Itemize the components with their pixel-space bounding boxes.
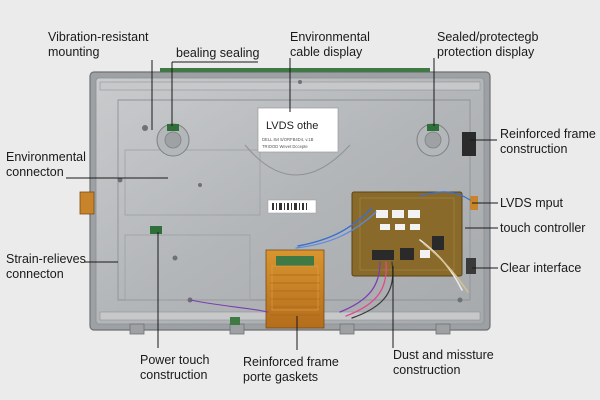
callout-sealed-protection: Sealed/protectegb protection display <box>437 30 538 60</box>
callout-line: Sealed/protectegb <box>437 30 539 44</box>
callout-line: Environmental <box>290 30 370 44</box>
callout-env-connecton: Environmental connecton <box>6 150 86 180</box>
callout-line: cable display <box>290 45 363 59</box>
callout-line: construction <box>140 368 208 382</box>
callout-line: Reinforced frame <box>500 127 596 141</box>
callout-line: protection display <box>437 45 535 59</box>
callout-power-touch: Power touch construction <box>140 353 209 383</box>
callout-line: Dust and missture <box>393 348 494 362</box>
callout-reinforced-frame-construction: Reinforced frame construction <box>500 127 596 157</box>
controller-pcb <box>351 191 463 277</box>
sticker-title: LVDS othe <box>266 120 318 132</box>
callout-line: Vibration-resistant <box>48 30 149 44</box>
callout-line: Environmental <box>6 150 86 164</box>
callout-bealing-sealing: bealing sealing <box>176 46 259 61</box>
flex-cable <box>265 249 325 329</box>
barcode-label <box>267 199 317 214</box>
callout-leader-lines <box>66 58 498 350</box>
callout-env-cable-display: Environmental cable display <box>290 30 370 60</box>
lvds-label-sticker: LVDS othe DELL 8vt 5/ORFB4D4, v.1B TRIOO… <box>257 107 339 153</box>
callout-line: Reinforced frame <box>243 355 339 369</box>
sticker-line-1: DELL 8vt 5/ORFB4D4, v.1B <box>262 137 314 142</box>
callout-line: connecton <box>6 165 64 179</box>
callout-line: construction <box>393 363 461 377</box>
sticker-line-2: TRIOOD Wevet Dccepte <box>262 144 308 149</box>
callout-line: LVDS mput <box>500 196 563 210</box>
callout-line: connecton <box>6 267 64 281</box>
callout-line: Power touch <box>140 353 210 367</box>
callout-dust-moisture: Dust and missture construction <box>393 348 494 378</box>
callout-line: Clear interface <box>500 261 582 275</box>
callout-vibration-mounting: Vibration-resistant mounting <box>48 30 149 60</box>
callout-strain-relieves: Strain-relieves connecton <box>6 252 86 282</box>
callout-line: mounting <box>48 45 100 59</box>
callout-line: construction <box>500 142 568 156</box>
callout-reinforced-frame-gaskets: Reinforced frame porte gaskets <box>243 355 339 385</box>
callout-line: bealing sealing <box>176 46 260 60</box>
callout-line: Strain-relieves <box>6 252 86 266</box>
callout-line: porte gaskets <box>243 370 319 384</box>
callout-lvds-mput: LVDS mput <box>500 196 563 211</box>
callout-line: touch controller <box>500 221 586 235</box>
callout-clear-interface: Clear interface <box>500 261 581 276</box>
callout-touch-controller: touch controller <box>500 221 585 236</box>
